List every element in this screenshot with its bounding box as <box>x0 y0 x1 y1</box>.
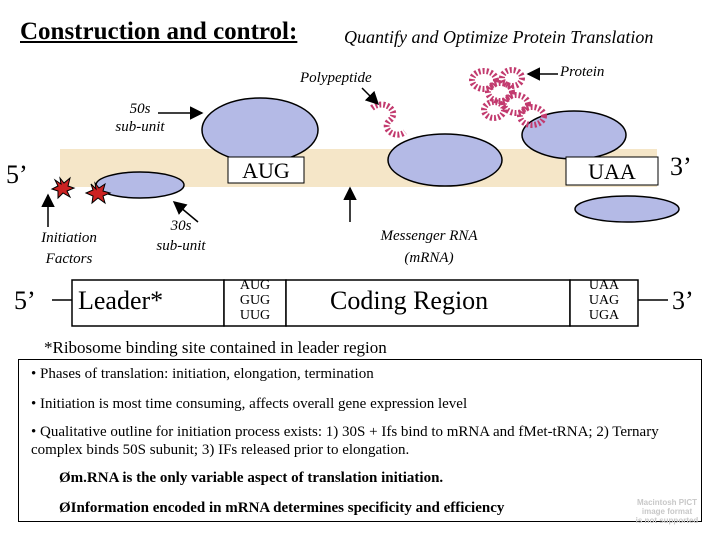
placeholder-line-2: image format <box>641 507 693 516</box>
aug-codon-box <box>227 156 305 184</box>
protein-label: Protein <box>560 64 605 80</box>
initiation-factor-2 <box>84 181 112 205</box>
leader-label: Leader* <box>78 286 164 315</box>
messenger-rna-label: Messenger RNA (mRNA) <box>380 228 478 266</box>
point-mrna-information: ØInformation encoded in mRNA determines … <box>59 500 504 517</box>
five-prime-end-map: 5’ <box>14 286 36 315</box>
bullet-qualitative-outline: • Qualitative outline for initiation pro… <box>31 424 659 458</box>
three-prime-end-map: 3’ <box>672 286 694 315</box>
initiation-factors-label: Initiation Factors <box>41 230 97 267</box>
arrow-polypeptide <box>361 87 380 106</box>
five-prime-end-top: 5’ <box>6 160 28 189</box>
stop-codon-region <box>569 279 639 327</box>
bullet-phases: • Phases of translation: initiation, elo… <box>31 366 374 382</box>
stop-codons-list: UAA UAG UGA <box>588 278 620 323</box>
arrow-30s <box>172 201 199 223</box>
gene-map <box>52 279 668 327</box>
polypeptide-chain <box>370 101 407 138</box>
info-box: • Phases of translation: initiation, elo… <box>18 359 702 522</box>
initiation-factor-1 <box>50 176 76 200</box>
ribosome-elongating <box>387 133 503 187</box>
ribosome-released <box>574 195 680 223</box>
three-prime-end-top: 3’ <box>670 152 692 181</box>
ribosome-terminating <box>521 110 627 160</box>
arrow-bullet-icon: Ø <box>59 470 71 486</box>
ribosome-30s-small <box>95 171 185 199</box>
uaa-codon: UAA <box>588 159 636 184</box>
slide-title: Construction and control: <box>20 18 298 45</box>
point-mrna-variable-text: m.RNA is the only variable aspect of tra… <box>70 470 444 486</box>
polypeptide-label: Polypeptide <box>300 70 372 86</box>
subunit-30s-label: 30s sub-unit <box>156 218 206 254</box>
placeholder-line-1: Macintosh PICT <box>636 498 697 507</box>
point-mrna-variable: Øm.RNA is the only variable aspect of tr… <box>59 470 443 487</box>
subunit-50s-label: 50s sub-unit <box>115 101 165 135</box>
initiation-factors <box>50 176 112 205</box>
placeholder-line-3: is not supported <box>635 516 699 525</box>
coding-region-label: Coding Region <box>330 286 489 315</box>
start-codon-region <box>223 279 287 327</box>
start-codons-list: AUG GUG UUG <box>239 278 271 323</box>
ribosome-50s-large <box>201 97 319 163</box>
uaa-codon-box <box>565 156 659 186</box>
bullet-initiation: • Initiation is most time consuming, aff… <box>31 396 468 412</box>
slide-subtitle: Quantify and Optimize Protein Translatio… <box>344 27 654 47</box>
ribosome-footnote: *Ribosome binding site contained in lead… <box>44 338 387 357</box>
aug-codon: AUG <box>242 158 290 183</box>
unsupported-image-placeholder: Macintosh PICT image format is not suppo… <box>620 498 714 534</box>
point-mrna-information-text: Information encoded in mRNA determines s… <box>70 500 505 516</box>
arrow-bullet-icon: Ø <box>59 500 71 516</box>
protein-coil <box>469 67 547 128</box>
coding-region-box <box>285 279 571 327</box>
